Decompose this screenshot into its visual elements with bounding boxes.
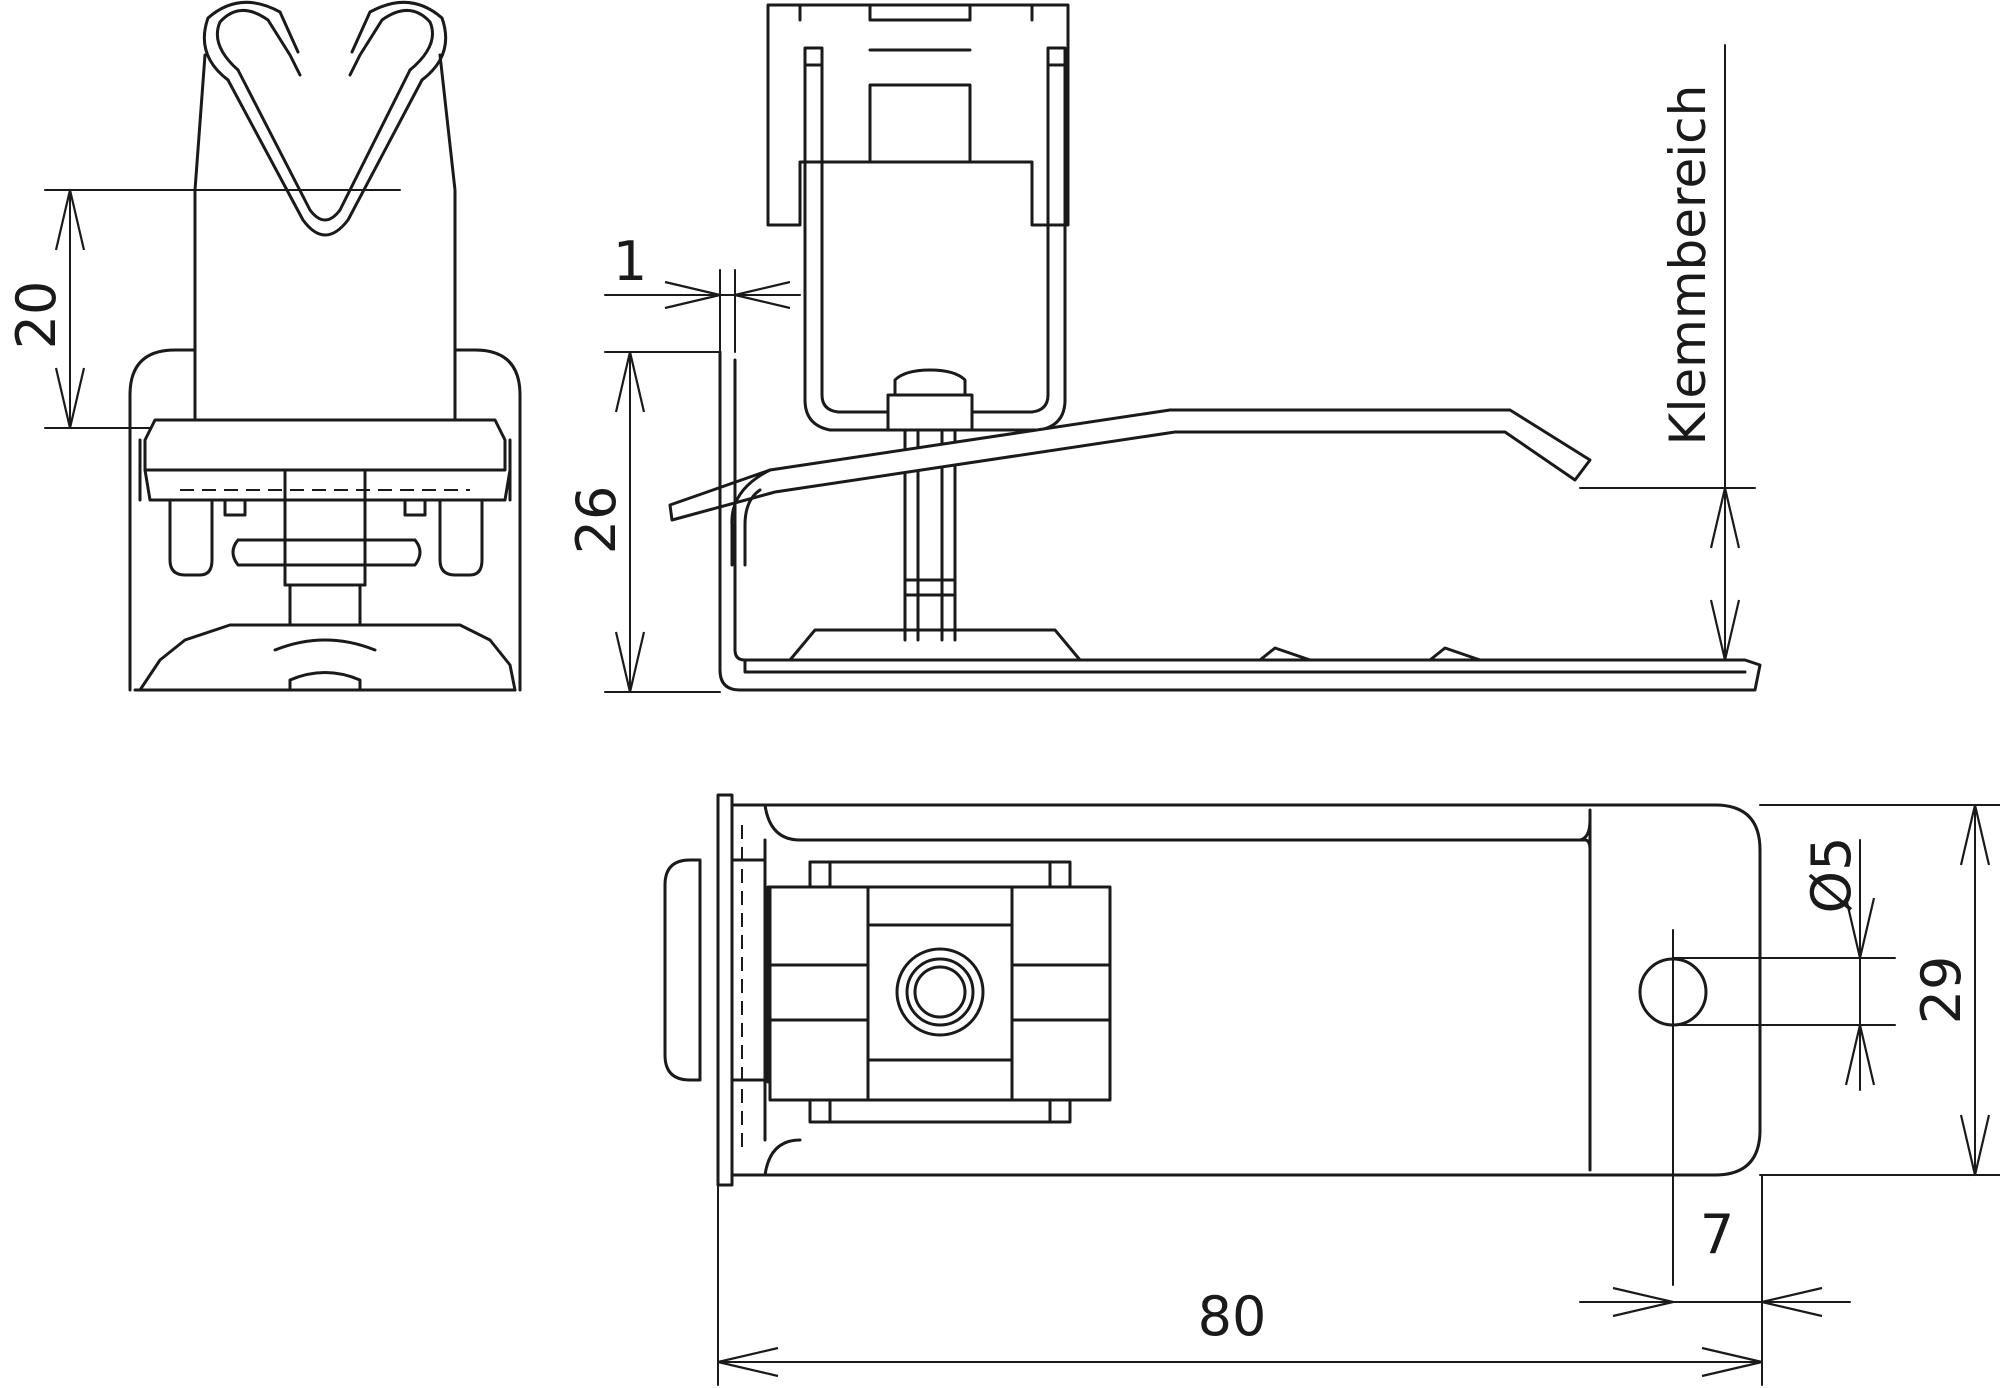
hole-diameter-value: Ø5	[1800, 837, 1863, 914]
clamping-range-label: Klemmbereich	[1659, 85, 1717, 446]
dimension-thickness: 1	[604, 230, 801, 353]
gap-value: 20	[5, 281, 68, 350]
dimension-height: 26	[565, 350, 721, 694]
dimension-gap: 20	[5, 188, 401, 430]
front-view	[128, 0, 522, 692]
dimension-hole-diameter: Ø5	[1672, 837, 1896, 1091]
thickness-value: 1	[613, 230, 647, 293]
dimension-width: 29	[1759, 803, 2000, 1177]
dimension-clamping-range: Klemmbereich	[1579, 44, 1756, 662]
height-value: 26	[565, 486, 628, 555]
side-view	[668, 3, 1762, 692]
dimension-length: 80	[716, 1184, 1764, 1386]
dimension-hole-offset: 7	[1579, 929, 1851, 1386]
hole-offset-value: 7	[1700, 1203, 1734, 1266]
length-value: 80	[1198, 1285, 1267, 1348]
width-value: 29	[1910, 956, 1973, 1025]
top-view	[663, 793, 1762, 1187]
